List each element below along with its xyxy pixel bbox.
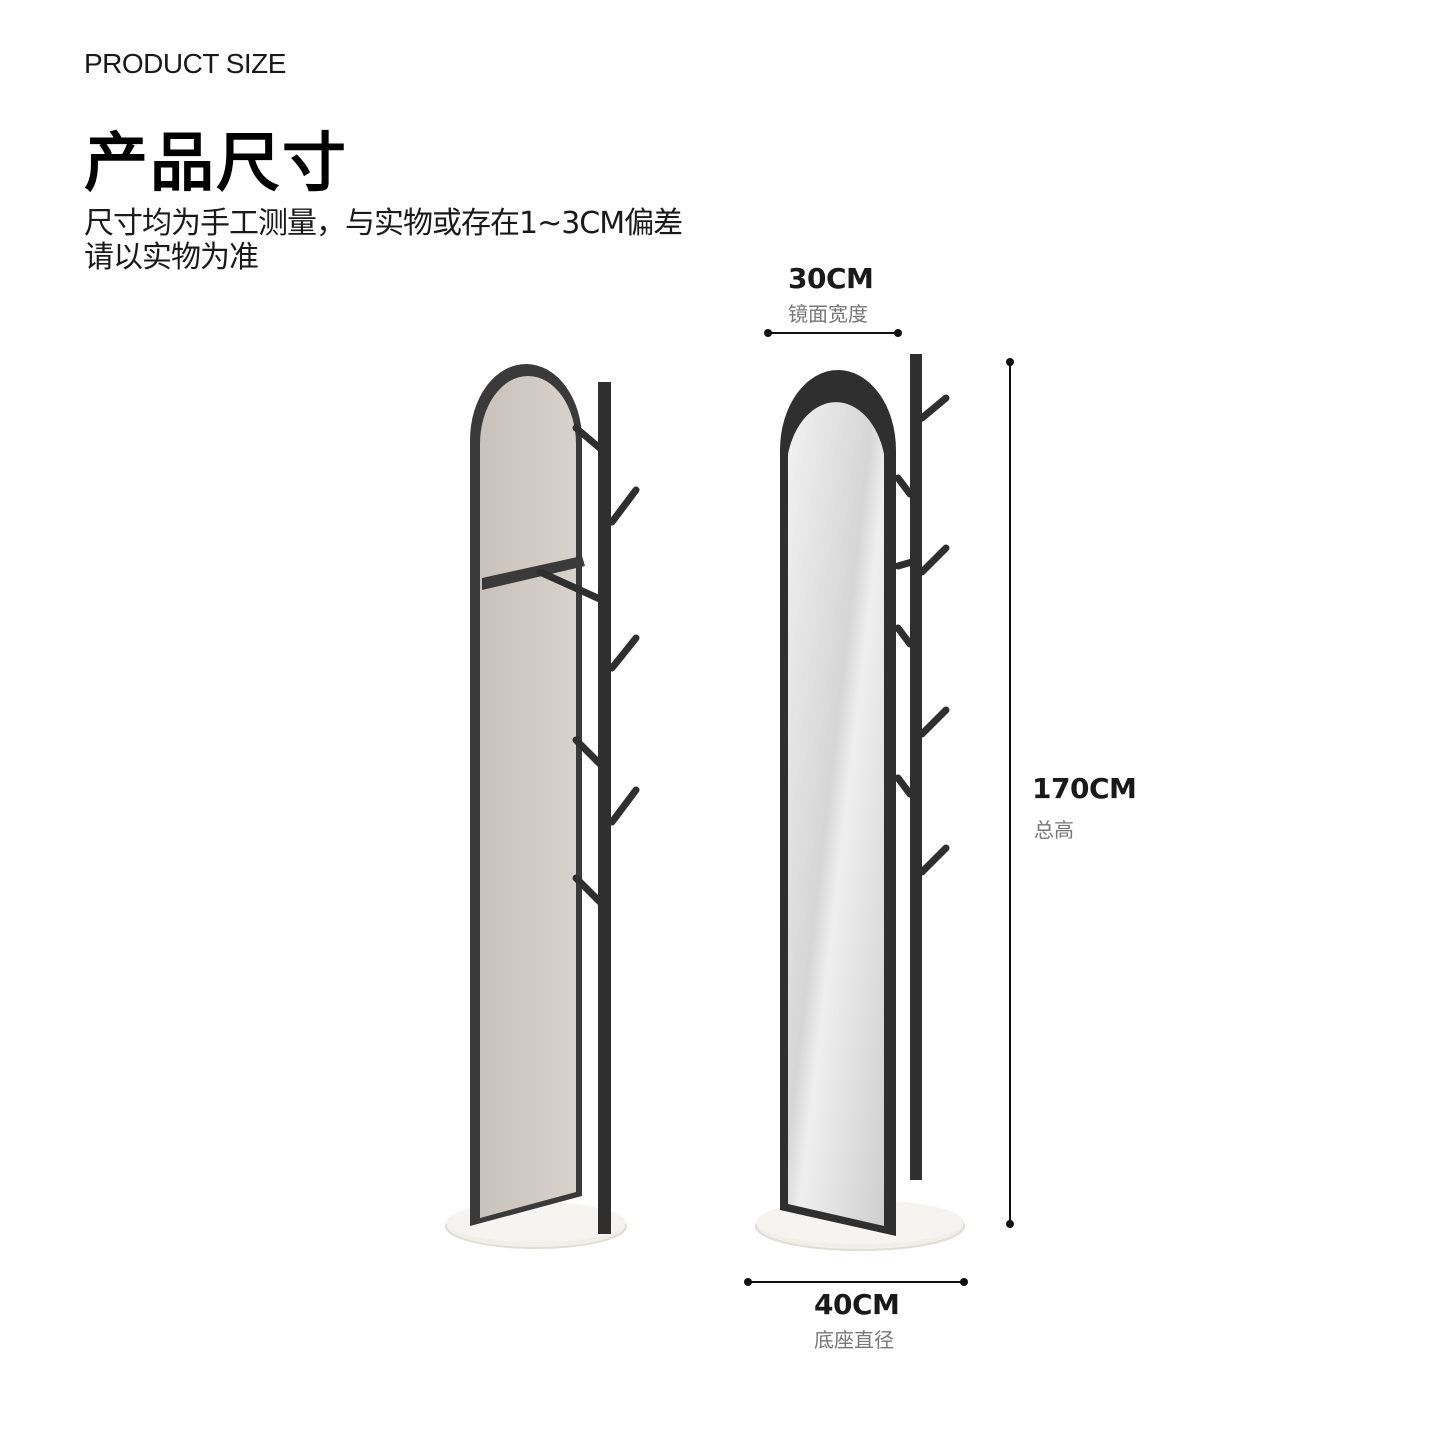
- measurement-note-line2: 请以实物为准: [84, 240, 259, 275]
- back-view-panel: [480, 376, 576, 1218]
- total-height-caption: 总高: [1034, 818, 1074, 842]
- mirror-surface: [788, 402, 884, 1226]
- mirror-width-caption: 镜面宽度: [788, 302, 868, 326]
- back-view-pole: [598, 382, 611, 1234]
- height-dimension-line: [1006, 358, 1014, 1228]
- page-title: 产品尺寸: [84, 127, 348, 201]
- base-dimension-line: [744, 1278, 968, 1286]
- measurement-note-line1: 尺寸均为手工测量，与实物或存在1~3CM偏差: [84, 206, 683, 241]
- base-diameter-value: 40CM: [814, 1288, 900, 1321]
- front-view-stand: [755, 354, 965, 1251]
- total-height-value: 170CM: [1032, 772, 1137, 805]
- width-dimension-line: [764, 329, 902, 337]
- back-view-stand: [445, 364, 640, 1249]
- eyebrow-label: PRODUCT SIZE: [84, 48, 286, 79]
- front-view-hooks: [894, 394, 950, 876]
- back-view-hooks: [536, 424, 640, 908]
- front-view-pole: [910, 354, 922, 1180]
- mirror-width-value: 30CM: [788, 262, 874, 295]
- base-diameter-caption: 底座直径: [814, 1328, 894, 1352]
